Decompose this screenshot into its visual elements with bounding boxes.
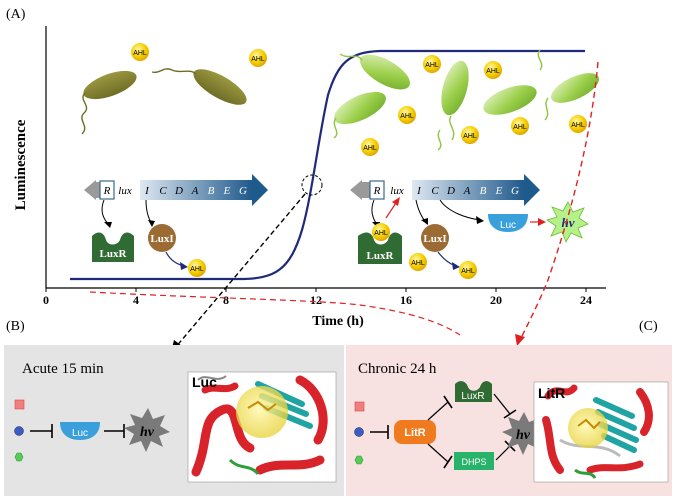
x-tick-label: 24 [580, 293, 592, 307]
operon-lux-label: lux [118, 185, 132, 197]
gene-label: G [239, 185, 247, 197]
gene-label: C [159, 185, 167, 197]
x-tick-label: 8 [223, 293, 229, 307]
x-tick-label: 0 [43, 293, 49, 307]
gene-label: A [191, 185, 199, 197]
ahl-label: AHL [400, 113, 414, 120]
panel-b-label: (B) [6, 319, 25, 334]
ahl-molecules-low: AHL AHL [131, 43, 267, 67]
operon-lux-label: lux [390, 185, 404, 197]
ahl-label: AHL [374, 230, 388, 237]
acute-arrow [174, 193, 306, 349]
ahl-label: AHL [363, 145, 377, 152]
ahl-molecules-high: AHL AHL AHL AHL AHL AHL AHL [361, 55, 587, 156]
inhibit-line [427, 443, 449, 463]
luxr-label: LuxR [367, 250, 395, 262]
luminescence-curve [70, 49, 585, 281]
litr-structure-image: LitR [533, 381, 669, 483]
inhibit-line [495, 445, 511, 461]
gene-label: D [446, 185, 455, 197]
gene-label: G [511, 185, 519, 197]
ahl-label: AHL [133, 50, 147, 57]
dhps-label: DHPS [461, 457, 486, 467]
x-tick-label: 16 [400, 293, 412, 307]
gene-label: E [223, 185, 231, 197]
luc-label: Luc [500, 220, 516, 231]
ahl-label: AHL [463, 133, 477, 140]
inhibit-line [493, 393, 511, 415]
litr-box [394, 420, 436, 444]
hv-label: hv [140, 425, 155, 440]
chronic-arrow [519, 61, 599, 341]
zoom-circle [301, 174, 323, 196]
gene-label: I [416, 185, 422, 197]
gene-label: C [431, 185, 439, 197]
gene-label: I [144, 185, 150, 197]
acute-title: Acute 15 min [22, 361, 104, 377]
operon-r-label: R [103, 185, 111, 197]
ahl-label: AHL [461, 268, 475, 275]
time-connector [89, 291, 461, 336]
gene-label: E [495, 185, 503, 197]
chronic-arrow-head [515, 334, 525, 346]
gene-label: A [463, 185, 471, 197]
luc-structure-image: Luc [187, 371, 337, 483]
bacteria-low-density [81, 68, 247, 135]
x-tick-label: 20 [490, 293, 502, 307]
inhibit-bar [503, 409, 517, 419]
luxr-label: LuxR [100, 248, 128, 260]
gene-label: B [480, 185, 487, 197]
hv-burst [124, 408, 170, 452]
y-axis-label: Luminescence [13, 119, 29, 210]
hv-label: hv [562, 215, 575, 230]
luxr-protein [455, 381, 492, 402]
inhibit-line [427, 401, 449, 421]
gene-label: B [208, 185, 215, 197]
operon-r-label: R [373, 185, 381, 197]
litr-structure-label: LitR [538, 385, 565, 401]
inhibit-bar [443, 395, 453, 409]
x-tick-label: 12 [310, 293, 322, 307]
bacteria-high-density [333, 49, 600, 151]
x-tick-label: 4 [133, 293, 139, 307]
x-axis-label: Time (h) [312, 314, 364, 329]
panel-a-label: (A) [6, 7, 26, 22]
gene-label: D [174, 185, 183, 197]
ahl-label: AHL [425, 62, 439, 69]
stimuli-icons-b [14, 399, 25, 462]
litr-label: LitR [404, 427, 425, 439]
ahl-label: AHL [571, 122, 585, 129]
panel-c-label: (C) [639, 319, 658, 334]
chronic-title: Chronic 24 h [358, 361, 437, 377]
luxi-label: LuxI [423, 233, 446, 245]
ahl-label: AHL [251, 56, 265, 63]
dhps-box [454, 452, 494, 470]
ahl-label: AHL [190, 266, 204, 273]
ahl-label: AHL [513, 124, 527, 131]
lux-operon-right: R lux I C D A B E G LuxR AHL LuxI AHL [350, 174, 589, 279]
luc-label: Luc [72, 428, 88, 439]
stimuli-icons-c [354, 401, 365, 465]
luxr-label: LuxR [461, 391, 484, 402]
ahl-label: AHL [411, 260, 425, 267]
lux-operon-left: R lux I C D A B E G LuxR LuxI AHL [84, 174, 268, 277]
luxi-label: LuxI [150, 233, 173, 245]
hv-label: hv [516, 428, 531, 443]
inhibit-bar [443, 455, 453, 469]
ahl-label: AHL [486, 68, 500, 75]
luc-structure-label: Luc [192, 374, 217, 390]
luc-protein [60, 422, 100, 440]
